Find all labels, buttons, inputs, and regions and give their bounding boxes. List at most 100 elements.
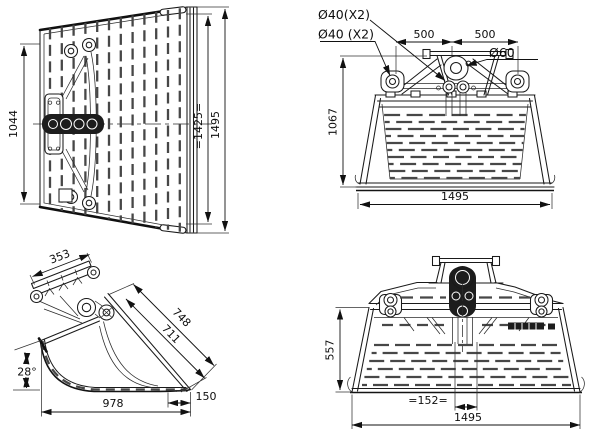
rear-floor-slots-b bbox=[362, 351, 571, 387]
center-pin-right bbox=[456, 80, 470, 94]
top-view: 1044 =1425= 1495 bbox=[7, 6, 229, 234]
dim-text-1495-top: 1495 bbox=[209, 111, 222, 139]
rear-plate-tab-left bbox=[431, 255, 441, 267]
rear-left-boss-2 bbox=[384, 305, 397, 318]
drain-slot-rows-a bbox=[384, 113, 526, 173]
rear-bracket-plate bbox=[437, 257, 495, 264]
bolt-dots bbox=[48, 100, 61, 151]
front-top-assembly bbox=[380, 48, 530, 116]
upper-roller-pin bbox=[67, 47, 75, 55]
plate-tab-right bbox=[505, 48, 514, 60]
angle-ref-line bbox=[13, 340, 42, 391]
wing-plates bbox=[398, 58, 512, 95]
label-pin-dia-bottom: Ø40 (X2) bbox=[318, 27, 374, 42]
front-view-outline bbox=[354, 90, 556, 192]
rear-corner-curls bbox=[347, 376, 585, 393]
top-view-dimensions: 1044 =1425= 1495 bbox=[7, 6, 229, 234]
ext-lines-152 bbox=[454, 342, 478, 411]
dim-text-1495-front: 1495 bbox=[441, 190, 469, 203]
rear-right-bore bbox=[537, 296, 546, 304]
bottom-band bbox=[355, 182, 555, 188]
rear-straps bbox=[452, 317, 473, 344]
leader-pin-top bbox=[369, 19, 446, 81]
ext-lines-1495-top bbox=[197, 6, 229, 234]
body-inner-lines bbox=[43, 11, 186, 230]
hanger-straps bbox=[445, 93, 467, 116]
rear-bracket bbox=[428, 255, 504, 352]
rear-left-bore bbox=[386, 296, 395, 304]
front-view-dimensions: 500 500 1067 1495 Ø40(X2) Ø40 (X2) Ø60 bbox=[318, 7, 553, 209]
center-pin-left bbox=[442, 80, 456, 94]
rear-view-dimensions: 557 =152= 1495 bbox=[324, 307, 581, 429]
upper-roller-2 bbox=[81, 37, 97, 53]
ext-lines-1044 bbox=[20, 43, 40, 205]
front-view: 500 500 1067 1495 Ø40(X2) Ø40 (X2) Ø60 bbox=[318, 7, 556, 209]
side-bolt-right bbox=[471, 85, 476, 91]
rear-bracket-sides bbox=[428, 261, 504, 284]
angle-arrow-bottom bbox=[22, 376, 30, 389]
center-pin-left-bore bbox=[445, 83, 453, 91]
lower-roller-2-pin bbox=[85, 199, 93, 207]
dim-text-500-right: 500 bbox=[475, 28, 496, 41]
cluster-bore-4 bbox=[86, 118, 98, 130]
dim-text-28deg: 28° bbox=[17, 366, 37, 379]
dim-line-711 bbox=[125, 298, 205, 379]
dim-text-978: 978 bbox=[103, 397, 124, 410]
rear-upper-profile bbox=[368, 281, 564, 305]
rear-left-bore-2 bbox=[387, 308, 394, 315]
rear-details bbox=[378, 292, 555, 335]
rear-right-bore-2 bbox=[538, 308, 545, 315]
belly-outer bbox=[39, 340, 191, 393]
leader-boss bbox=[466, 59, 538, 66]
leader-pin-bottom bbox=[320, 41, 391, 76]
roller-left bbox=[29, 289, 44, 304]
ext-lines-1425 bbox=[186, 13, 212, 225]
right-pin-bore bbox=[513, 77, 522, 86]
ext-lines-500 bbox=[395, 46, 519, 74]
ext-lines-557 bbox=[335, 307, 369, 393]
link-bore bbox=[102, 308, 111, 317]
rear-floor-slots-a bbox=[364, 343, 569, 379]
belly-slot-dashes bbox=[41, 340, 186, 391]
bracket-plates bbox=[30, 260, 95, 296]
junction-box bbox=[58, 188, 73, 203]
dim-line-748 bbox=[133, 284, 215, 366]
bracket-top-plate bbox=[425, 50, 511, 57]
left-pin-boss bbox=[385, 74, 400, 89]
logo-end-block bbox=[548, 323, 555, 330]
upper-roller bbox=[63, 43, 79, 59]
side-bracket bbox=[29, 260, 115, 324]
roller-right-pin bbox=[90, 269, 97, 276]
rear-view: 557 =152= 1495 bbox=[324, 255, 585, 429]
dim-text-1067: 1067 bbox=[327, 108, 340, 136]
side-bolt-left bbox=[436, 85, 441, 91]
angle-arrow-top bbox=[23, 352, 31, 365]
drain-slot-rows-b bbox=[384, 120, 526, 180]
opening-edge bbox=[40, 316, 101, 346]
upper-arms bbox=[61, 55, 89, 100]
rear-sides bbox=[351, 306, 581, 393]
boss-60-outer bbox=[443, 55, 469, 81]
center-pin-right-bore bbox=[459, 83, 467, 91]
side-view: 353 748 711 28° 978 150 bbox=[13, 247, 217, 417]
dim-text-1044: 1044 bbox=[7, 110, 20, 138]
label-boss-dia: Ø60 bbox=[489, 45, 515, 60]
brand-logo-mark bbox=[508, 322, 544, 330]
rear-rib-diagonals bbox=[403, 317, 530, 335]
side-view-dimensions: 353 748 711 28° 978 150 bbox=[13, 247, 217, 417]
ext-lines-1495-front bbox=[357, 193, 553, 209]
dim-text-557: 557 bbox=[324, 340, 337, 361]
dim-text-1425: =1425= bbox=[192, 103, 205, 149]
upper-roller-2-pin bbox=[85, 41, 93, 49]
dim-text-150: 150 bbox=[196, 390, 217, 403]
rear-plate-tab-right bbox=[491, 255, 501, 267]
bracket-chevrons bbox=[44, 276, 83, 297]
side-cutter-top bbox=[159, 6, 187, 16]
cluster-bore-1 bbox=[48, 119, 58, 129]
label-pin-dia-top: Ø40(X2) bbox=[318, 7, 370, 22]
side-cutter-bottom bbox=[159, 224, 187, 234]
ext-lines-1067 bbox=[340, 55, 427, 188]
rear-right-boss bbox=[534, 292, 549, 308]
